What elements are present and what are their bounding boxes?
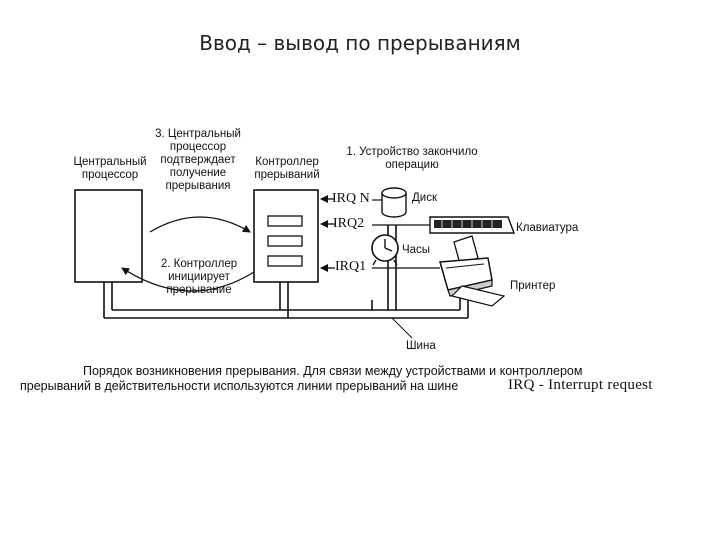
- keyboard-icon: [429, 216, 516, 234]
- caption-line-1: Порядок возникновения прерывания. Для св…: [83, 364, 583, 378]
- system-bus: [103, 225, 469, 319]
- step-2-label: 2. Контроллер инициирует прерывание: [160, 258, 238, 296]
- irq-2-label: IRQ2: [333, 216, 365, 231]
- controller-label: Контроллер прерываний: [254, 156, 320, 181]
- controller-slot-3: [267, 255, 303, 267]
- controller-slot-2: [267, 235, 303, 247]
- clock-icon: [371, 234, 399, 266]
- keyboard-label: Клавиатура: [516, 222, 579, 234]
- slide-title: Ввод – вывод по прерываниям: [199, 31, 521, 55]
- disk-label: Диск: [412, 192, 437, 204]
- irq-definition: IRQ - Interrupt request: [508, 377, 653, 393]
- cpu-label: Центральный процессор: [73, 156, 147, 181]
- caption-line-2: прерываний в действительности используют…: [20, 379, 459, 393]
- disk-icon: [381, 187, 407, 218]
- printer-icon: [439, 235, 506, 307]
- ack-arrow: [149, 216, 251, 233]
- bus-label: Шина: [406, 340, 436, 352]
- clock-label: Часы: [402, 244, 431, 256]
- bus-pointer-line: [391, 317, 413, 339]
- step-1-label: 1. Устройство закончило операцию: [346, 146, 478, 171]
- controller-slot-1: [267, 215, 303, 227]
- step-3-label: 3. Центральный процессор подтверждает по…: [155, 128, 241, 192]
- cpu-box: [74, 189, 143, 283]
- printer-label: Принтер: [510, 280, 556, 292]
- interrupt-arrow: [121, 267, 255, 292]
- irq-n-label: IRQ N: [332, 191, 370, 206]
- irq-1-label: IRQ1: [335, 259, 367, 274]
